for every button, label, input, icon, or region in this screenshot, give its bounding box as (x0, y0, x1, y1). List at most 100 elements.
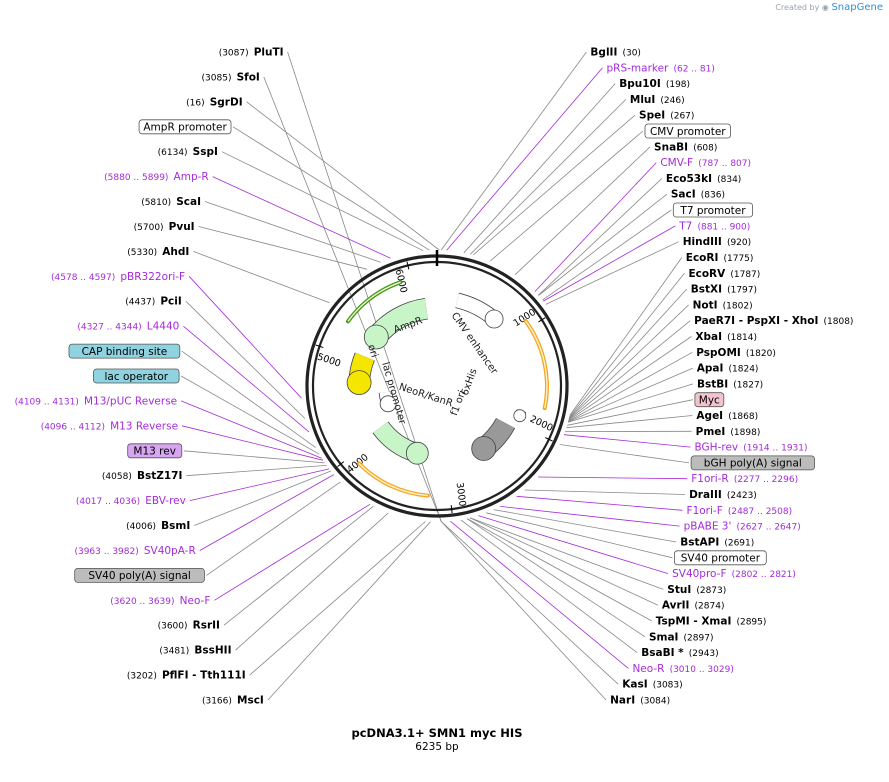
leader-line (567, 383, 694, 423)
site-position: (2691) (724, 538, 754, 548)
site-name: SnaBI (654, 141, 688, 153)
primer-name: pBABE 3' (684, 521, 732, 533)
leader-line (524, 489, 686, 495)
leader-line (563, 434, 691, 448)
site-position: (5810) (141, 198, 171, 208)
primer-label-pbabe-3-: pBABE 3' (2627 .. 2647) (684, 515, 801, 534)
primer-range: (5880 .. 5899) (104, 173, 168, 183)
leader-line (441, 521, 619, 685)
site-name: XbaI (695, 331, 722, 343)
feature-box-label-bgh-poly-a-signal: bGH poly(A) signal (704, 458, 802, 470)
leader-line (486, 512, 673, 559)
primer-range: (2487 .. 2508) (728, 507, 792, 517)
leader-line (249, 521, 426, 676)
site-name: PluTI (254, 47, 284, 59)
site-name: SmaI (649, 631, 679, 643)
feature-arrowhead (513, 409, 527, 423)
primer-label-f1ori-f: F1ori-F (2487 .. 2508) (687, 499, 793, 518)
leader-line (543, 225, 676, 302)
site-position: (3083) (653, 681, 683, 691)
site-name: ApaI (697, 363, 724, 375)
site-position: (6134) (158, 148, 188, 158)
site-name: BglII (590, 47, 617, 59)
site-name: PflFI - Tth111I (162, 670, 246, 682)
site-name: MluI (630, 94, 655, 106)
primer-label-amp-r: (5880 .. 5899) Amp-R (104, 165, 209, 184)
leader-line (212, 176, 391, 259)
feature-box-label-ampr-promoter: AmpR promoter (143, 122, 227, 134)
site-position: (3481) (159, 647, 189, 657)
leader-line (183, 450, 325, 464)
site-position: (3087) (219, 49, 249, 59)
site-name: EcoRI (686, 252, 719, 264)
primer-range: (2802 .. 2821) (732, 570, 796, 580)
feature-box (127, 443, 183, 459)
leader-line (185, 300, 306, 419)
leader-line (538, 193, 668, 296)
site-position: (2895) (736, 617, 766, 627)
primer-label-neo-f: (3620 .. 3639) Neo-F (110, 589, 210, 608)
feature-label: NeoR/KanR (398, 382, 455, 410)
feature-label: ori (365, 343, 379, 359)
leader-line (223, 505, 374, 626)
site-name: DraIII (689, 489, 722, 501)
site-name: StuI (667, 584, 691, 596)
primer-name: pRS-marker (607, 62, 670, 74)
tick-mark (337, 461, 345, 468)
feature-box-label-t7-promoter: T7 promoter (679, 205, 746, 217)
tick-label: 5000 (316, 352, 342, 370)
site-position: (4437) (125, 298, 155, 308)
leader-line (446, 67, 603, 251)
tick-mark (538, 317, 546, 323)
leader-line (232, 126, 430, 251)
primer-name: Amp-R (174, 171, 209, 183)
leader-line (470, 517, 664, 590)
site-label-avrii: AvrII (2874) (662, 594, 725, 613)
leader-line (538, 476, 688, 480)
primer-range: (4017 .. 4036) (76, 497, 140, 507)
leader-line (206, 481, 341, 576)
site-position: (3600) (158, 622, 188, 632)
primer-label-cmv-f: CMV-F (787 .. 807) (660, 151, 751, 170)
site-name: ScaI (176, 196, 201, 208)
site-position: (836) (701, 191, 725, 201)
site-label-ecorv: EcoRV (1787) (688, 262, 760, 281)
site-position: (1797) (727, 286, 757, 296)
site-position: (920) (727, 238, 751, 248)
site-label-pvui: (5700) PvuI (134, 215, 195, 234)
leader-line (466, 518, 646, 638)
feature-arrowhead (363, 324, 389, 350)
primer-label-f1ori-r: F1ori-R (2277 .. 2296) (691, 467, 798, 486)
leader-line (193, 251, 330, 304)
site-position: (834) (717, 175, 741, 185)
feature-box (690, 455, 815, 471)
site-name: PvuI (169, 221, 195, 233)
feature-box-label-sv40-poly-a-signal: SV40 poly(A) signal (88, 570, 191, 582)
leader-line (267, 521, 431, 701)
primer-range: (62 .. 81) (673, 64, 714, 74)
leader-line (235, 512, 389, 651)
primer-name: L4440 (147, 321, 180, 333)
tick-label: 2000 (528, 414, 555, 434)
leader-line (221, 151, 424, 252)
tick-label: 3000 (454, 482, 468, 507)
site-label-spei: SpeI (267) (639, 104, 694, 123)
site-label-nari: NarI (3084) (610, 689, 670, 708)
primer-range: (3620 .. 3639) (110, 597, 174, 607)
site-name: KasI (622, 679, 647, 691)
site-label-stui: StuI (2873) (667, 578, 726, 597)
snapgene-logo-icon: ◉ (821, 3, 829, 12)
feature-box (674, 550, 767, 566)
site-name: HindIII (683, 236, 722, 248)
leader-line (568, 351, 693, 422)
leader-line (568, 288, 687, 419)
site-position: (1827) (733, 380, 763, 390)
leader-line (569, 257, 683, 416)
feature-box (93, 368, 180, 384)
primer-name: M13 Reverse (110, 420, 178, 432)
site-label-ecori: EcoRI (1775) (686, 246, 754, 265)
site-position: (5330) (127, 248, 157, 258)
site-label-paer7i-pspxi-xhoi: PaeR7I - PspXI - XhoI (1808) (694, 309, 853, 328)
leader-line (514, 146, 651, 275)
leader-line (500, 506, 680, 527)
